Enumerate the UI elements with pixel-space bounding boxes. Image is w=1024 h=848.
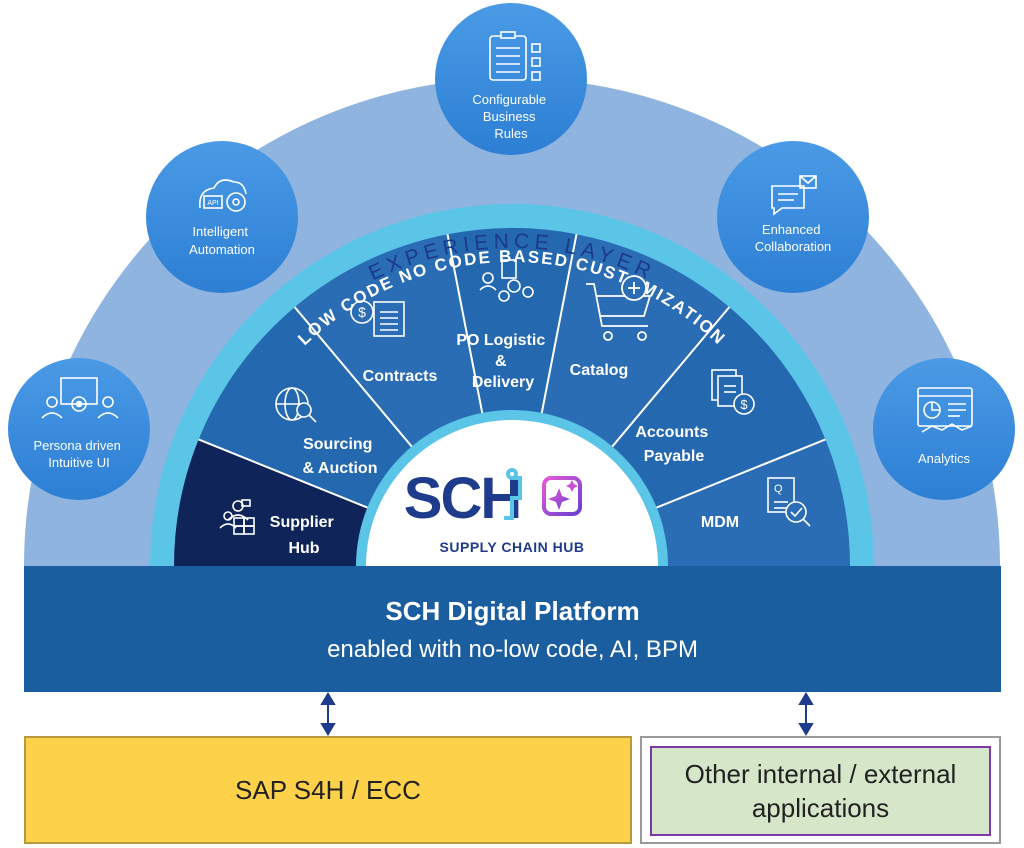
chat-mail-icon — [771, 175, 817, 216]
module-po-logistic[interactable]: PO Logistic & Delivery — [456, 332, 549, 391]
svg-text:Intelligent Automation: Intelligent Automation — [189, 224, 255, 257]
connector-arrow-other — [798, 692, 814, 736]
other-applications-line-1: Other internal / external — [684, 759, 957, 789]
accounts-payable-icon: $ — [711, 369, 755, 415]
feature-analytics[interactable]: Analytics — [873, 358, 1015, 500]
platform-title: SCH Digital Platform — [385, 596, 640, 626]
feature-intelligent-automation[interactable]: API Intelligent Automation — [146, 141, 298, 293]
module-catalog[interactable]: Catalog — [570, 362, 629, 379]
connector-arrow-sap — [320, 692, 336, 736]
other-applications-inner: Other internal / external applications — [650, 746, 991, 836]
mdm-search-icon: Q — [767, 477, 811, 527]
module-accounts-payable[interactable]: Accounts Payable — [635, 424, 712, 465]
hub-subtitle: SUPPLY CHAIN HUB — [440, 539, 585, 555]
sap-system-box[interactable]: SAP S4H / ECC — [24, 736, 632, 844]
other-applications-box[interactable]: Other internal / external applications — [640, 736, 1001, 844]
feature-configurable-rules[interactable]: Configurable Business Rules — [435, 3, 587, 155]
hub-circuit-icon — [504, 468, 522, 520]
po-logistic-icon — [479, 259, 534, 302]
svg-text:Enhanced Collaboration: Enhanced Collaboration — [755, 222, 832, 254]
feature-persona-ui[interactable]: Persona driven Intuitive UI — [8, 358, 150, 500]
checklist-icon — [489, 31, 541, 81]
digital-platform-banner: SCH Digital Platform enabled with no-low… — [24, 566, 1001, 692]
svg-text:$: $ — [358, 304, 366, 320]
ai-sparkle-icon — [542, 476, 582, 516]
sector-po-logistic — [447, 227, 577, 567]
api-gear-icon — [198, 179, 247, 212]
contracts-icon: $ — [350, 300, 405, 337]
hub-inner — [366, 420, 658, 566]
module-mdm[interactable]: MDM — [701, 514, 739, 531]
sourcing-globe-icon — [275, 387, 317, 423]
supplier-hub-icon — [219, 499, 255, 535]
other-applications-line-2: applications — [751, 793, 890, 823]
svg-text:Q: Q — [774, 483, 783, 495]
module-supplier-hub[interactable]: Supplier Hub — [270, 514, 338, 557]
sap-system-label: SAP S4H / ECC — [235, 774, 421, 805]
analytics-dashboard-icon — [917, 387, 973, 433]
svg-text:API: API — [207, 200, 218, 207]
module-contracts[interactable]: Contracts — [363, 368, 438, 385]
catalog-cart-icon — [586, 275, 652, 341]
platform-subtitle: enabled with no-low code, AI, BPM — [327, 636, 698, 663]
feature-enhanced-collaboration[interactable]: Enhanced Collaboration — [717, 141, 869, 293]
svg-text:$: $ — [740, 397, 748, 412]
svg-text:Persona driven Intuitive: Persona driven Intuitive UI — [33, 438, 124, 470]
hub-logo-text: SCH — [404, 466, 520, 531]
svg-text:Analytics: Analytics — [918, 451, 971, 466]
svg-text:Configurable Business: Configurable Business Rules — [472, 92, 549, 141]
module-sourcing-auction[interactable]: Sourcing & Auction — [303, 436, 378, 477]
persona-ui-icon — [41, 377, 119, 419]
